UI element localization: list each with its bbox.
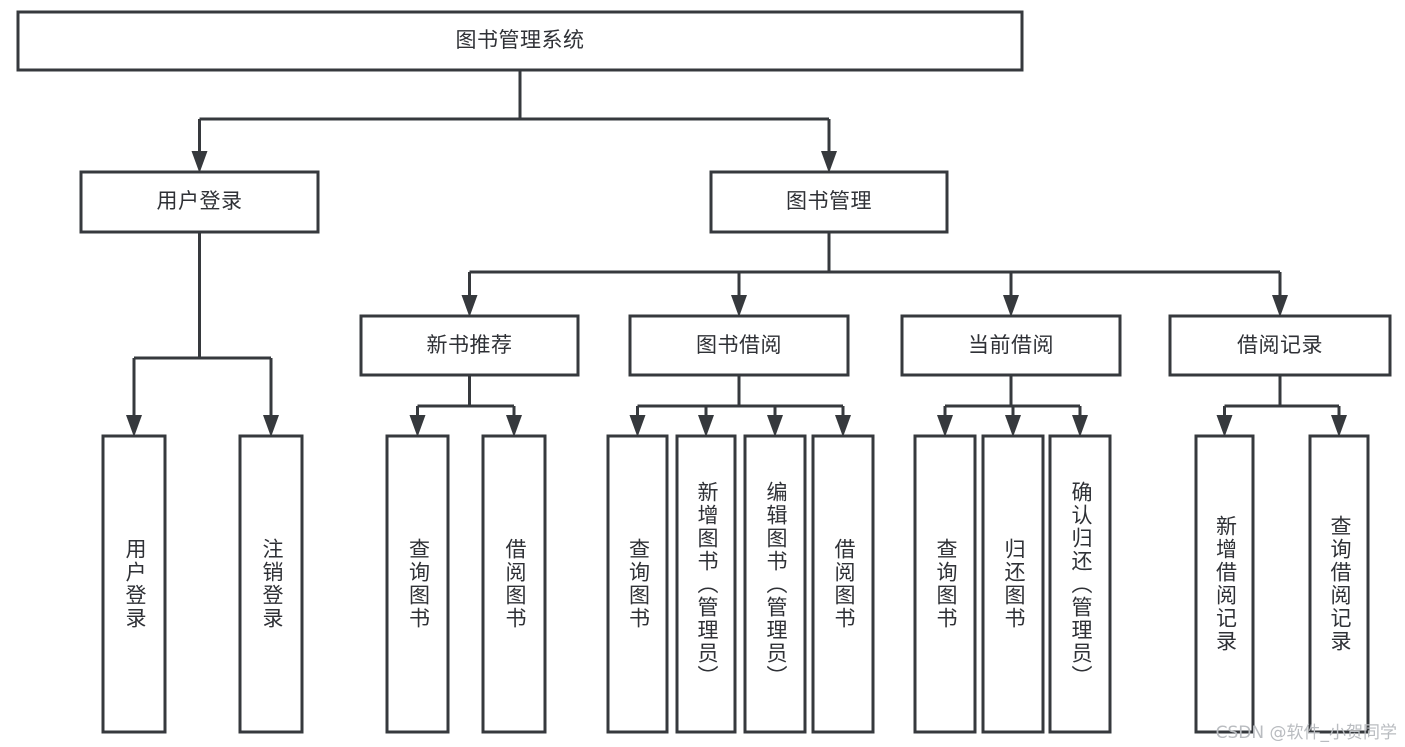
node-box-leaf-query-book-3: [913, 434, 977, 734]
arrow-head-book-management-2: [1003, 295, 1019, 317]
node-box-leaf-edit-book-admin: [743, 434, 807, 734]
arrow-head-root-1: [821, 151, 837, 173]
arrow-head-book-management-0: [461, 295, 478, 317]
arrow-head-book-management-1: [731, 295, 747, 317]
node-box-leaf-user-login: [101, 434, 167, 734]
node-box-leaf-borrow-book-2: [811, 434, 875, 734]
node-box-new-book-recommend: [359, 314, 580, 377]
node-box-leaf-return-book: [981, 434, 1045, 734]
arrow-head-current-borrow-1: [1005, 415, 1021, 437]
arrow-head-current-borrow-2: [1072, 415, 1088, 437]
node-box-leaf-query-borrow-record: [1308, 434, 1370, 734]
node-box-book-borrow: [628, 314, 850, 377]
node-box-book-management: [709, 170, 949, 234]
node-box-leaf-add-borrow-record: [1194, 434, 1255, 734]
arrow-head-root-0: [191, 151, 208, 173]
arrow-head-new-book-recommend-0: [409, 415, 426, 437]
node-box-leaf-confirm-return-admin: [1048, 434, 1112, 734]
arrow-head-user-login-1: [263, 415, 279, 437]
node-box-leaf-user-logout: [238, 434, 304, 734]
arrow-head-book-management-3: [1272, 295, 1288, 317]
arrow-head-current-borrow-0: [937, 415, 953, 437]
node-box-leaf-query-book-1: [385, 434, 450, 734]
arrow-head-book-borrow-3: [835, 415, 851, 437]
node-box-leaf-add-book-admin: [675, 434, 737, 734]
node-box-root: [16, 10, 1024, 72]
node-box-user-login: [79, 170, 320, 234]
arrow-head-book-borrow-2: [767, 415, 783, 437]
arrow-head-new-book-recommend-1: [506, 415, 522, 437]
arrow-head-book-borrow-0: [629, 415, 646, 437]
connectors-layer: [126, 70, 1347, 437]
arrow-head-user-login-0: [126, 415, 142, 437]
arrow-head-borrow-record-0: [1216, 415, 1233, 437]
arrow-head-borrow-record-1: [1331, 415, 1347, 437]
node-box-current-borrow: [900, 314, 1122, 377]
node-box-leaf-query-book-2: [606, 434, 669, 734]
node-box-borrow-record: [1168, 314, 1392, 377]
node-boxes-layer: [16, 10, 1392, 734]
node-box-leaf-borrow-book-1: [481, 434, 547, 734]
arrow-head-book-borrow-1: [698, 415, 714, 437]
